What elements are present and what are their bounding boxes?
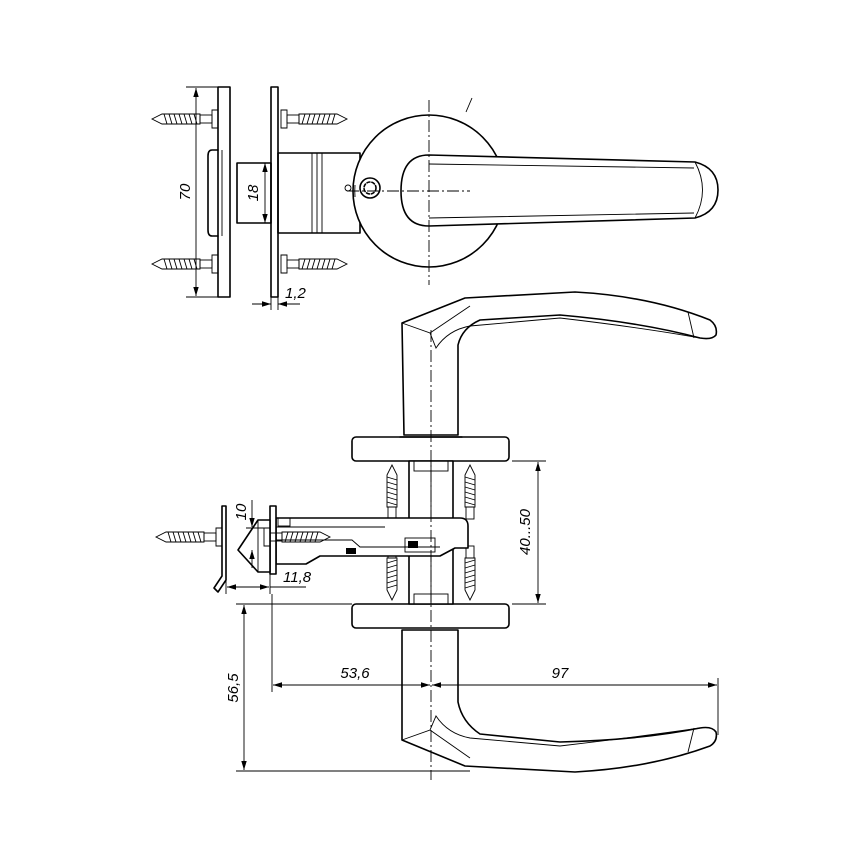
lock-button-icon bbox=[359, 177, 381, 199]
dimension-53-6: 53,6 bbox=[271, 594, 430, 692]
dimension-56-5: 56,5 bbox=[225, 603, 470, 772]
upper-lever bbox=[401, 291, 718, 436]
strike-plate bbox=[217, 86, 231, 298]
dimension-label: 56,5 bbox=[225, 673, 242, 703]
handle-top-view bbox=[344, 97, 719, 285]
strike-plate-view bbox=[151, 86, 231, 298]
dimension-97: 97 bbox=[432, 665, 719, 735]
dimension-11-8: 11,8 bbox=[225, 569, 312, 594]
latch-bolt bbox=[236, 162, 272, 224]
lower-rose bbox=[351, 603, 510, 629]
dimension-label: 70 bbox=[177, 183, 194, 200]
dimension-40-50: 40...50 bbox=[512, 460, 546, 605]
dimension-label: 1,2 bbox=[285, 285, 307, 302]
handle-section-view bbox=[155, 291, 718, 780]
screw-icon bbox=[155, 527, 223, 547]
dimension-label: 97 bbox=[552, 665, 569, 682]
screw-icon bbox=[464, 464, 476, 520]
screw-icon bbox=[151, 254, 219, 274]
upper-rose bbox=[351, 436, 510, 462]
dimension-label: 53,6 bbox=[340, 665, 370, 682]
latch-faceplate bbox=[270, 86, 279, 298]
lower-lever bbox=[401, 629, 718, 773]
dimension-70: 70 bbox=[177, 86, 218, 298]
dimension-10: 10 bbox=[233, 500, 270, 568]
latch-body bbox=[277, 152, 361, 234]
dimension-label: 10 bbox=[233, 503, 250, 520]
dimension-label: 11,8 bbox=[283, 569, 312, 586]
dimension-18: 18 bbox=[245, 163, 268, 223]
dimension-label: 40...50 bbox=[517, 508, 534, 555]
screw-icon bbox=[280, 109, 348, 129]
dimension-1-2: 1,2 bbox=[252, 285, 307, 310]
latch-faceplate bbox=[269, 505, 277, 575]
screw-icon bbox=[151, 109, 219, 129]
latch-mechanism bbox=[275, 517, 469, 565]
screw-icon bbox=[280, 254, 348, 274]
dimension-label: 18 bbox=[245, 184, 262, 201]
screw-icon bbox=[386, 464, 398, 520]
screw-icon bbox=[464, 545, 476, 601]
strike-plate-side bbox=[213, 505, 227, 593]
